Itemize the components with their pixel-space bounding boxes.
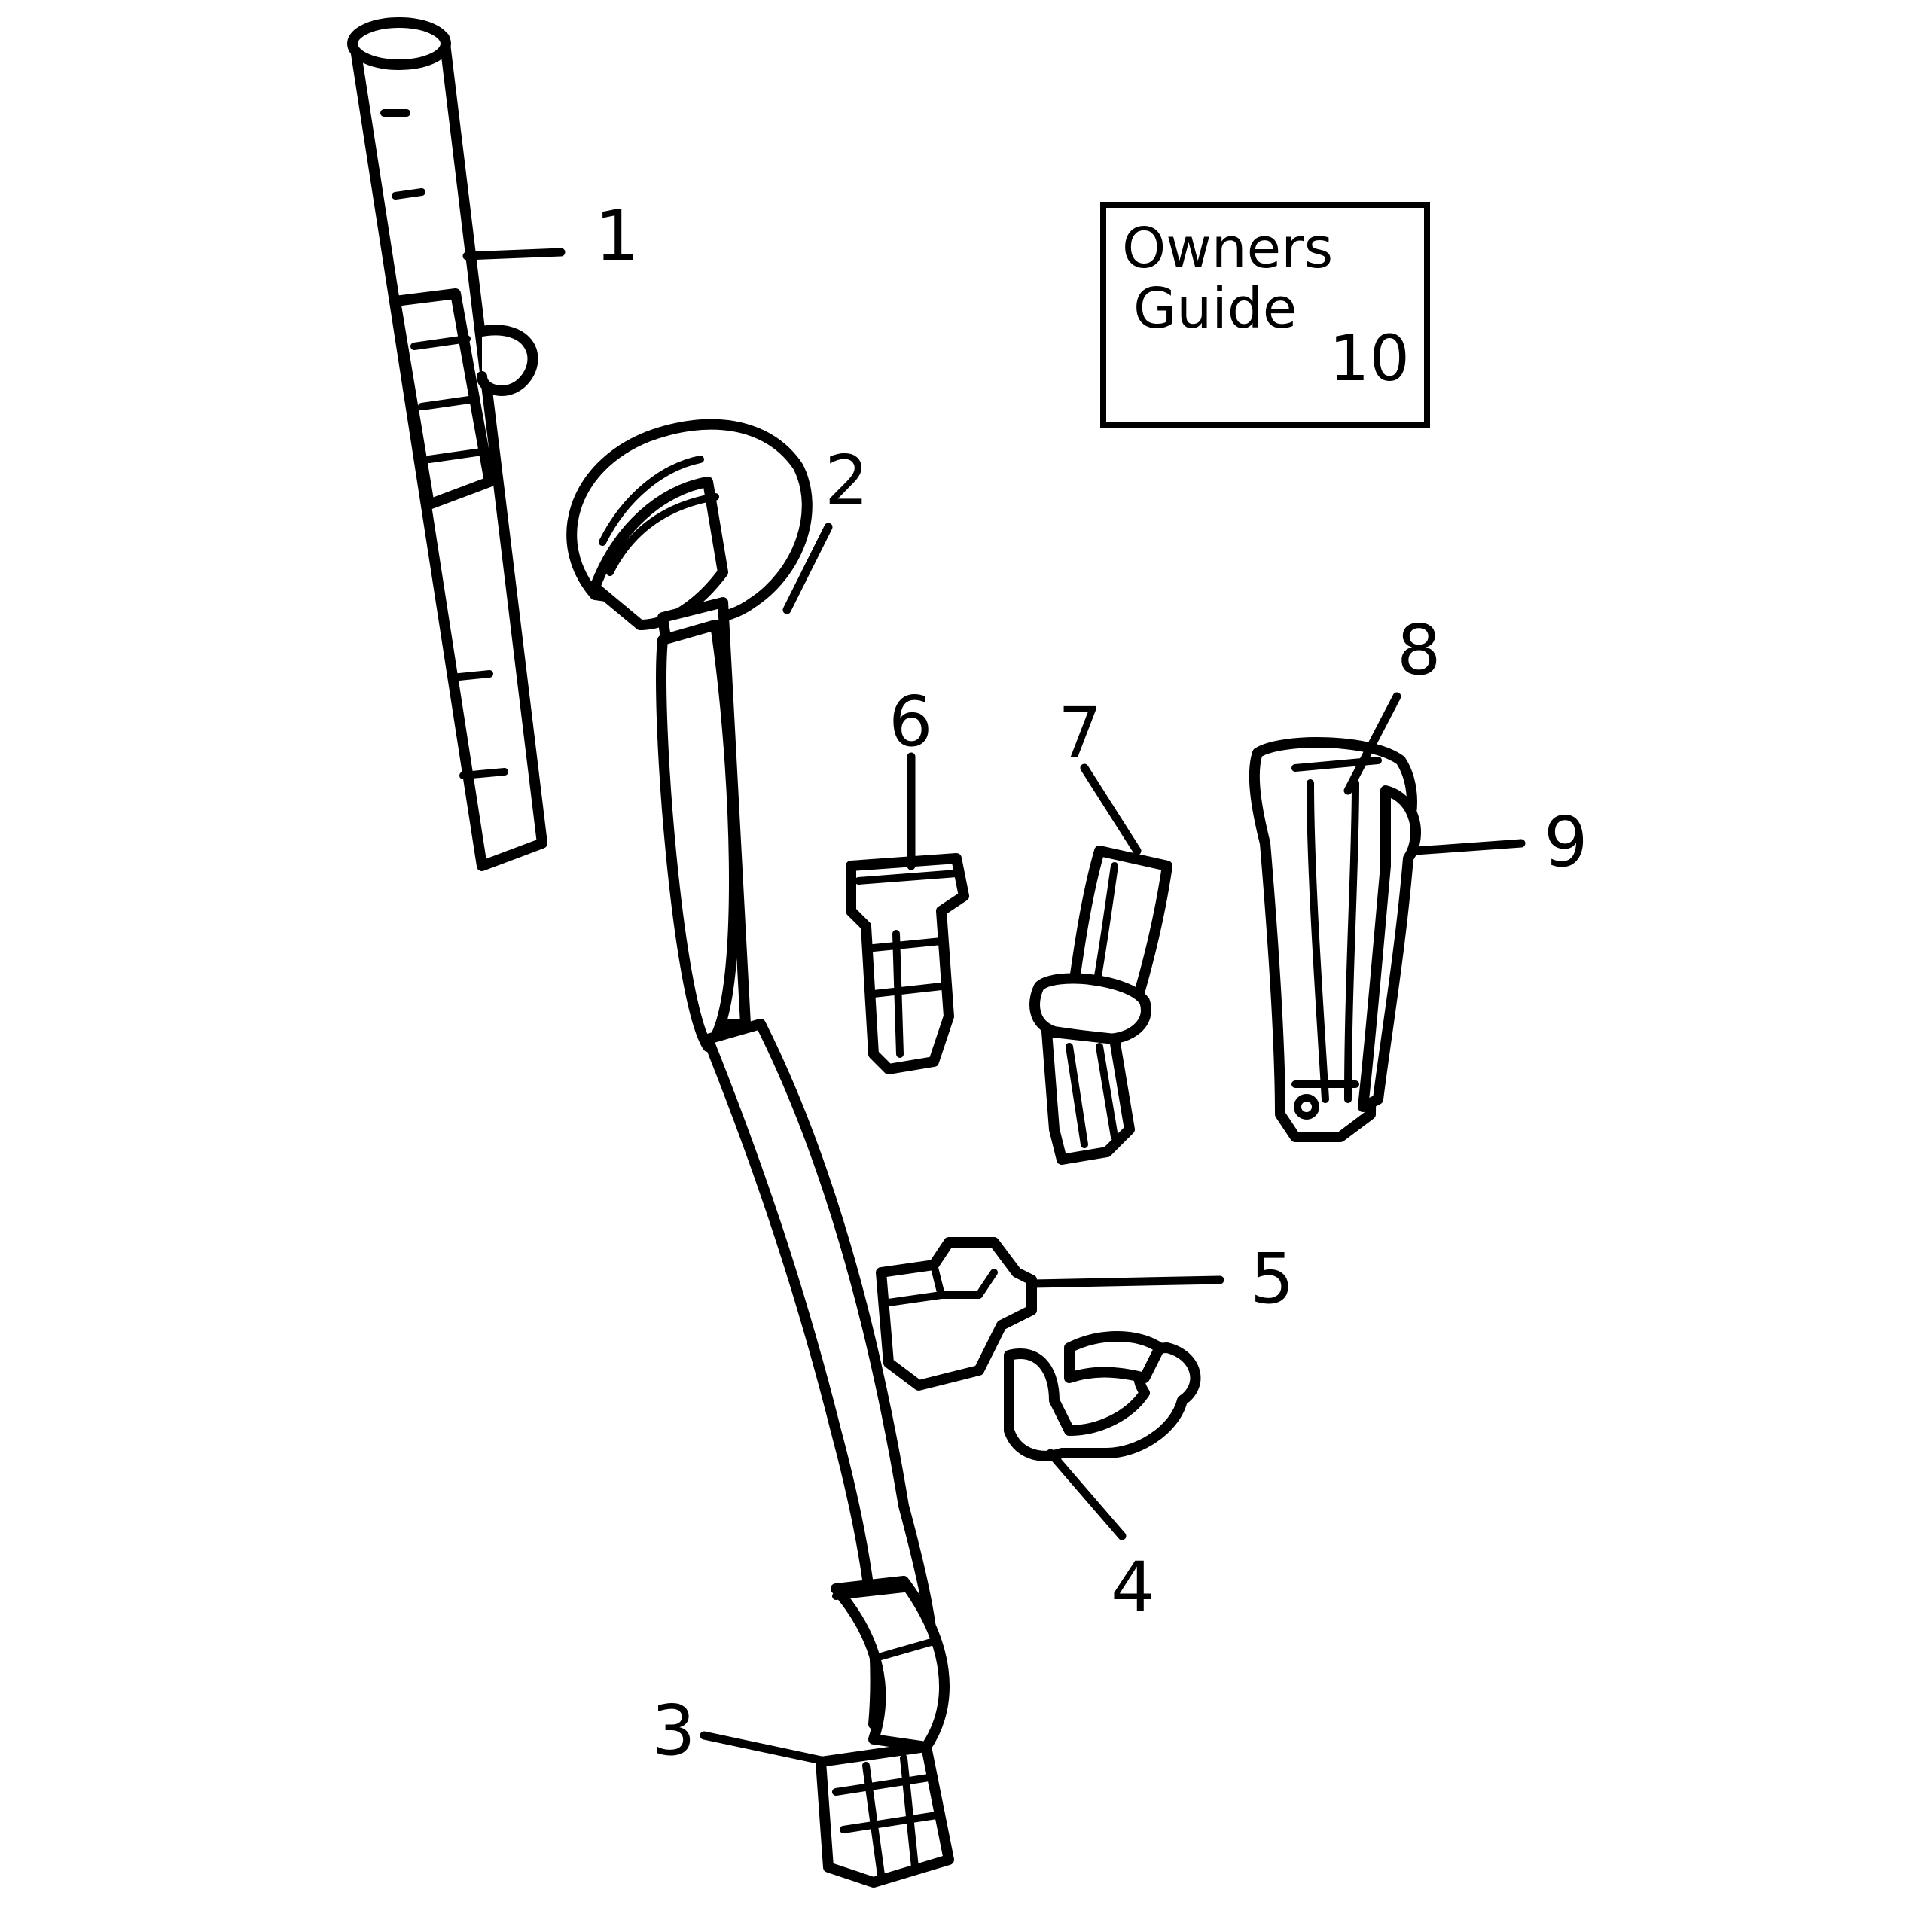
callout-5: 5 [1250, 1239, 1294, 1319]
leader-1 [462, 248, 566, 261]
callout-numbers: 1 2 3 4 5 6 7 8 9 [595, 196, 1588, 1771]
callout-3: 3 [651, 1690, 696, 1771]
hose-handle-part [566, 419, 950, 1752]
callout-6: 6 [889, 681, 933, 762]
owners-guide-number: 10 [1329, 321, 1410, 395]
leader-5 [1027, 1275, 1224, 1288]
leader-8 [1343, 692, 1401, 795]
leader-lines [462, 248, 1526, 1766]
leader-3 [700, 1731, 833, 1766]
callout-1: 1 [595, 196, 639, 276]
leader-4 [1046, 1449, 1127, 1540]
owners-guide-line2: Guide [1133, 276, 1297, 341]
callout-4: 4 [1111, 1547, 1155, 1628]
callout-9: 9 [1544, 802, 1588, 882]
dusting-brush-part [846, 853, 969, 1074]
leader-2 [782, 523, 833, 614]
callout-2: 2 [825, 440, 869, 521]
leader-9 [1411, 839, 1526, 855]
callout-8: 8 [1397, 610, 1441, 690]
wand-tube-part [347, 17, 547, 871]
owners-guide-box: Owners Guide 10 [1100, 202, 1430, 428]
cord-hook-part [876, 1237, 1037, 1391]
owners-guide-line1: Owners [1122, 216, 1333, 281]
callout-7: 7 [1058, 693, 1102, 773]
upholstery-tool-part [1249, 737, 1421, 1142]
hose-clip-part [1004, 1331, 1201, 1461]
hose-cuff-part [816, 1742, 954, 1888]
leader-7 [1080, 763, 1142, 855]
crevice-tool-part [1029, 846, 1172, 1165]
